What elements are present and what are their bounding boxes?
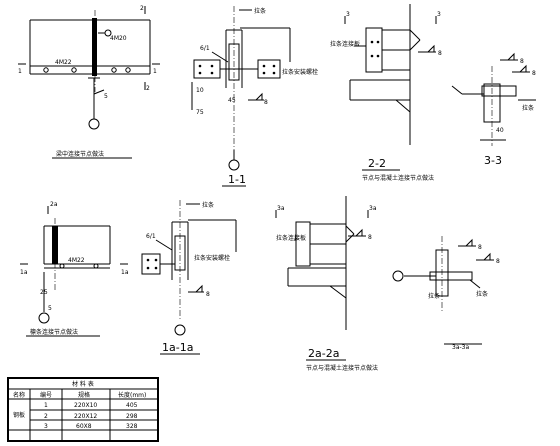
section-mark: 3a: [277, 205, 285, 212]
section-caption: 2a-2a: [308, 347, 339, 360]
callout-label: 拉条安装螺栓: [194, 254, 230, 262]
detail-section-3-3: 8 8 拉条 40 3-3: [451, 52, 536, 167]
table-header: 规格: [78, 391, 90, 399]
dimension-text: 5: [104, 93, 108, 100]
table-header: 长度(mm): [118, 391, 146, 399]
table-cell: 60X8: [76, 423, 92, 430]
callout-label: 拉条连接板: [330, 40, 360, 48]
section-mark: 3a: [369, 205, 377, 212]
callout-label: 拉条: [476, 290, 488, 298]
callout-label: 6/1: [200, 45, 210, 52]
detail-section-1a-1a: 拉条 6/1 拉条安装螺栓 8 1a-1a: [141, 200, 237, 355]
weld-symbol: 8: [368, 234, 372, 241]
dimension-text: 40: [496, 127, 504, 134]
section-caption: 1a-1a: [162, 341, 193, 354]
detail-note: 节点与混凝土连接节点做法: [362, 174, 434, 182]
section-mark: 2: [146, 85, 150, 92]
section-caption: 1-1: [228, 173, 246, 186]
table-title: 材 料 表: [72, 380, 94, 388]
weld-symbol: 8: [264, 99, 268, 106]
detail-section-2a-2a: 3a 3a 拉条连接板 8 2a-2a 节点与混凝土连接节点做法: [275, 196, 378, 372]
weld-symbol: 8: [520, 58, 524, 65]
table-cell: 328: [126, 423, 138, 430]
bolt-label: 4M20: [110, 35, 127, 42]
table-cell: 3: [44, 423, 48, 430]
section-mark: 1: [153, 68, 157, 75]
callout-label: 拉条安装螺栓: [282, 68, 318, 76]
weld-symbol: 8: [438, 50, 442, 57]
detail-note: 檩条连接节点做法: [30, 328, 78, 336]
callout-label: 6/1: [146, 233, 156, 240]
bolt-label: 4M22: [55, 59, 72, 66]
callout-label: 拉条连接板: [276, 234, 306, 242]
table-cell: 220X10: [74, 402, 97, 409]
weld-symbol: 8: [478, 244, 482, 251]
dimension-text: 45: [228, 97, 236, 104]
callout-label: 拉条: [428, 292, 440, 300]
table-cell: 405: [126, 402, 138, 409]
weld-symbol: 8: [496, 258, 500, 265]
material-table: 材 料 表 名称 编号 规格 长度(mm) 钢板 1 220X10 405 2 …: [7, 377, 159, 442]
section-caption: 3a-3a: [452, 344, 469, 351]
detail-section-2-2: 3 3 拉条连接板 8 2-2 节点与混凝土连接节点做法: [330, 4, 442, 182]
table-cell: 1: [44, 402, 48, 409]
table-cell: 2: [44, 413, 48, 420]
detail-note: 节点与混凝土连接节点做法: [306, 364, 378, 372]
section-mark: 1a: [121, 269, 129, 276]
callout-label: 拉条: [522, 104, 534, 112]
table-cell-group: 钢板: [13, 411, 25, 419]
weld-symbol: 8: [206, 291, 210, 298]
bolt-label: 4M22: [68, 257, 85, 264]
detail-beam-splice: 2 2 1 1 4M20 4M22 5 梁中连接节点做法: [18, 5, 160, 159]
detail-note: 梁中连接节点做法: [56, 150, 104, 158]
section-mark: 1a: [20, 269, 28, 276]
detail-purlin-splice: 2a 1a 1a 4M22 25 5 檩条连接节点做法: [20, 201, 129, 337]
section-mark: 3: [346, 11, 350, 18]
section-mark: 2: [140, 5, 144, 12]
detail-section-3a-3a: 8 8 拉条 拉条 3a-3a: [392, 236, 500, 351]
weld-symbol: 8: [532, 70, 536, 77]
dimension-text: 75: [196, 109, 204, 116]
section-mark: 2a: [50, 201, 58, 208]
table-cell: 298: [126, 413, 138, 420]
table-header: 名称: [13, 391, 25, 399]
table-cell: 220X12: [74, 413, 97, 420]
callout-label: 拉条: [202, 201, 214, 209]
dimension-text: 10: [196, 87, 204, 94]
dimension-text: 5: [48, 305, 52, 312]
end-plate: [92, 18, 97, 76]
table-header: 编号: [40, 391, 52, 399]
section-caption: 2-2: [368, 157, 386, 170]
callout-label: 拉条: [254, 7, 266, 15]
detail-section-1-1: 拉条 6/1 拉条安装螺栓 10 45 75 8 1-1: [191, 6, 318, 187]
section-caption: 3-3: [484, 154, 502, 167]
section-mark: 1: [18, 68, 22, 75]
section-mark: 3: [437, 11, 441, 18]
